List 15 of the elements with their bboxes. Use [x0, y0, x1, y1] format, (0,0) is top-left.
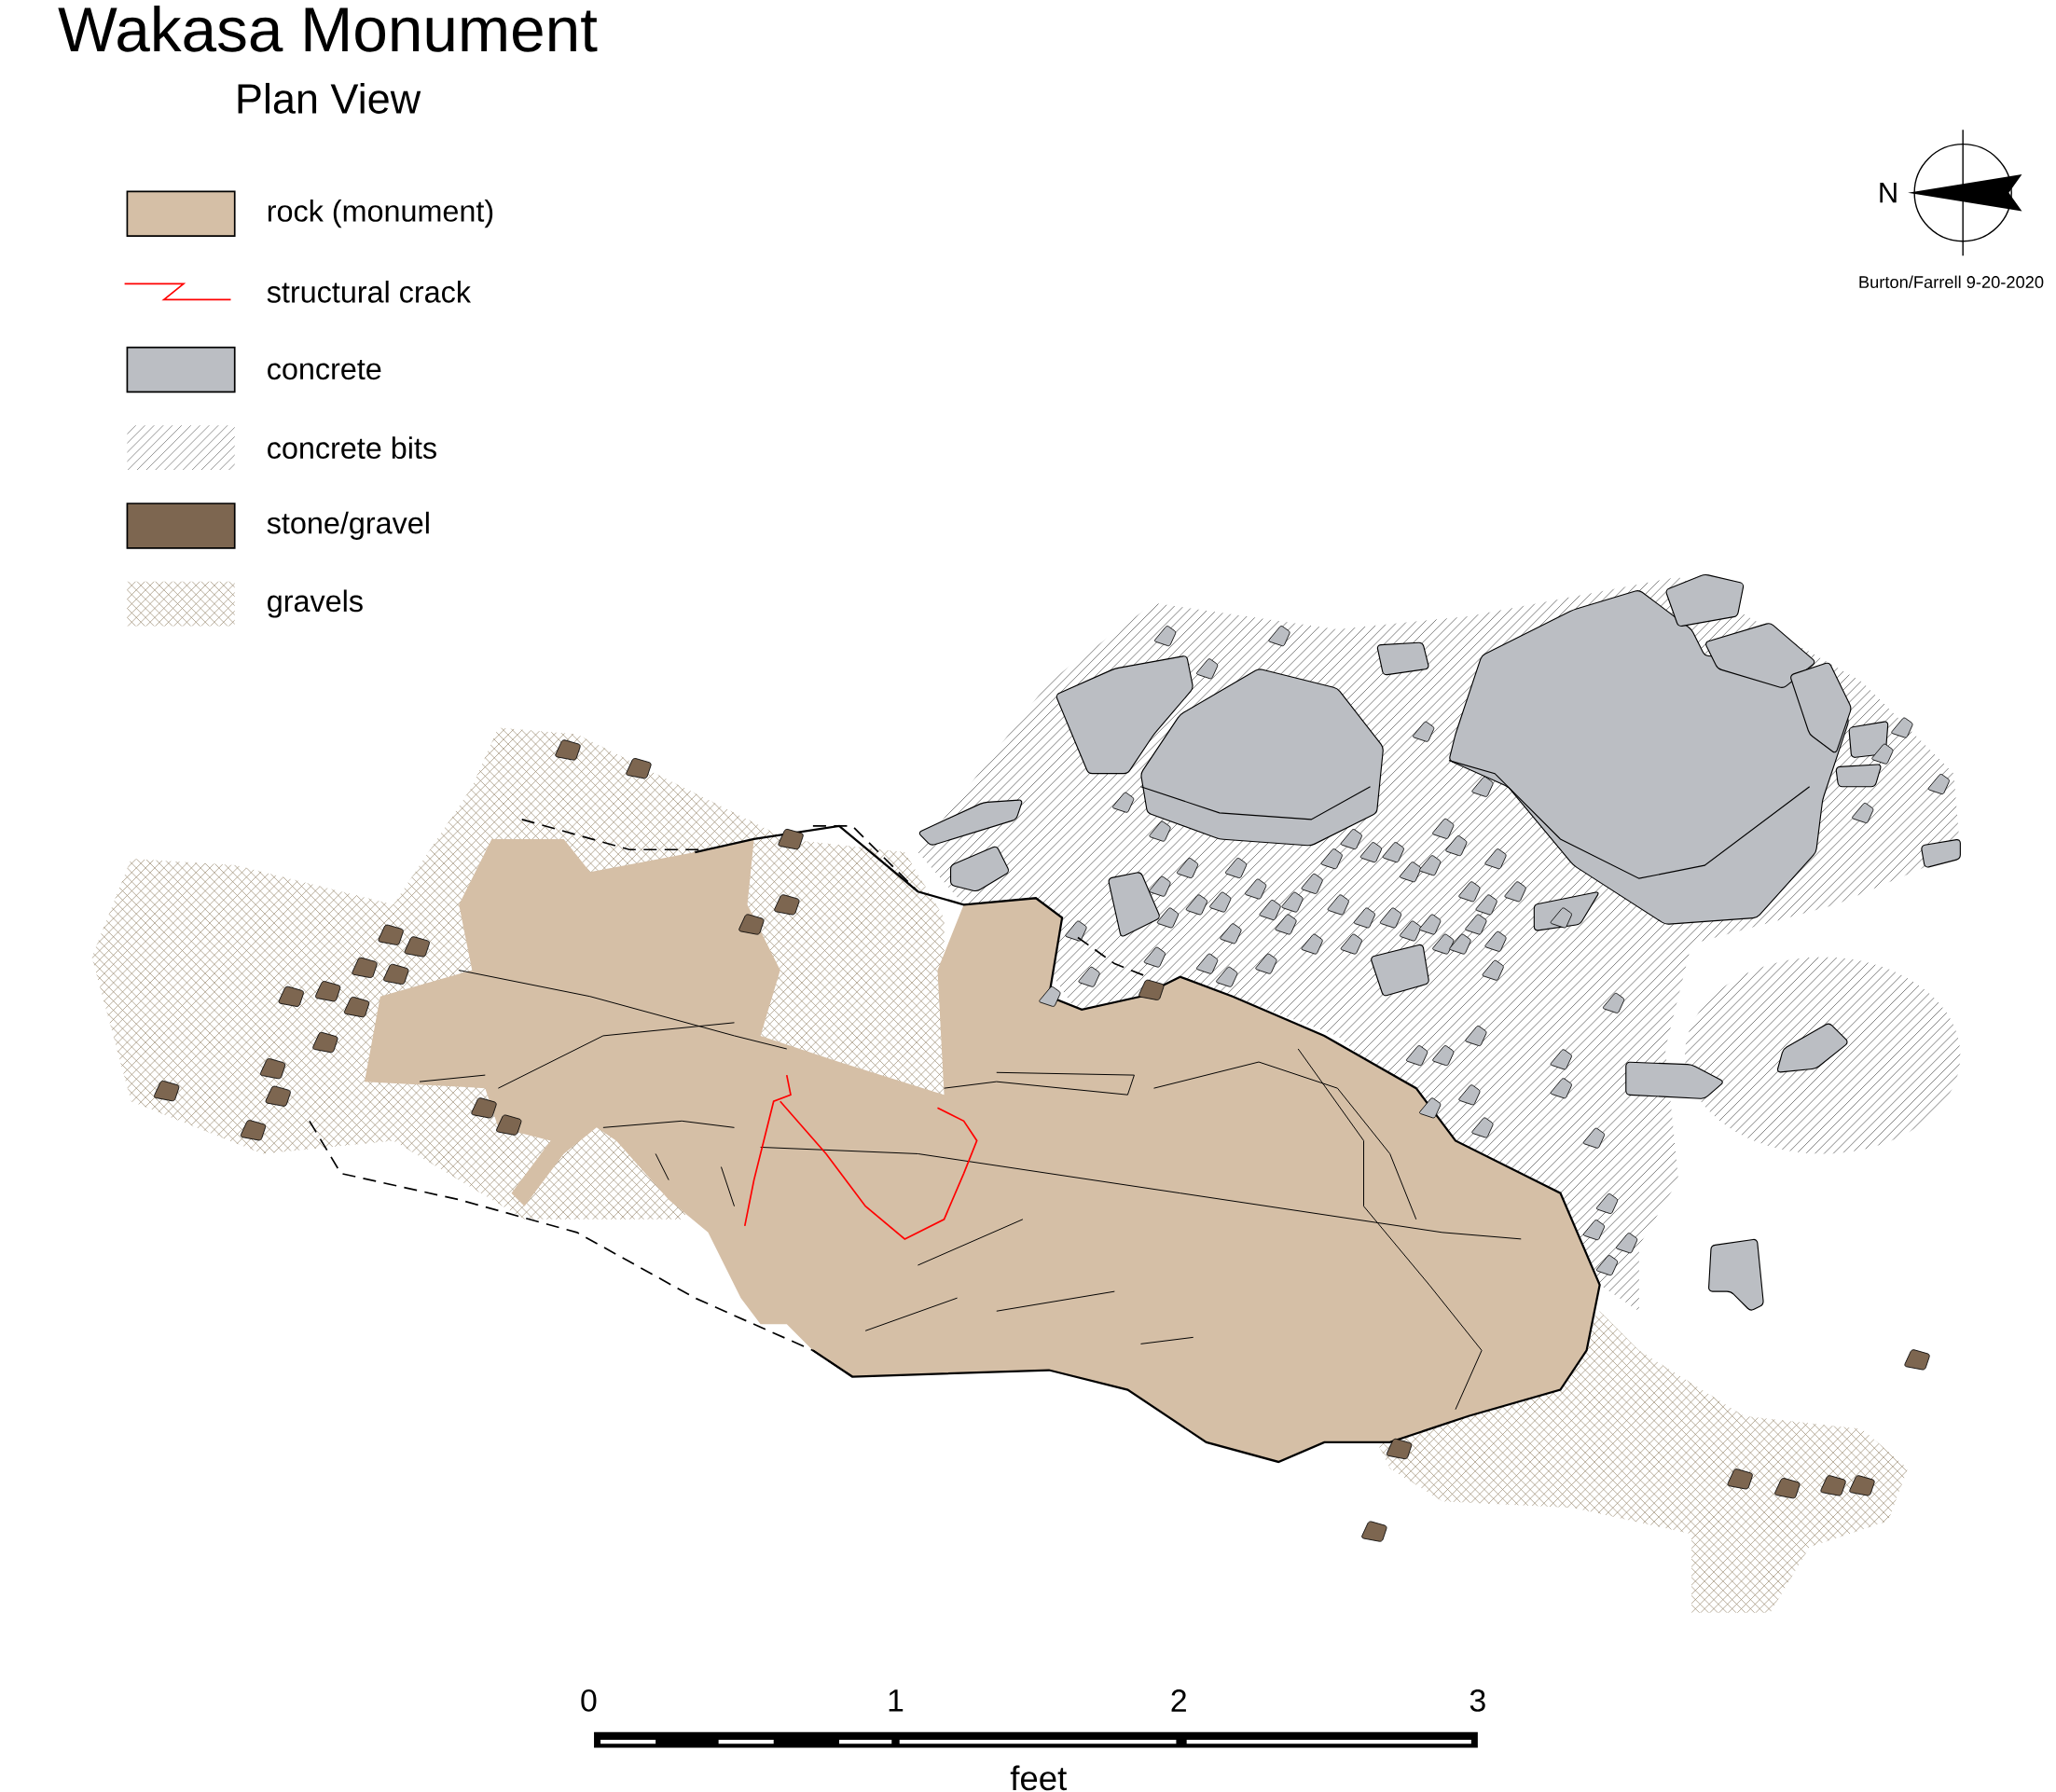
legend-label: stone/gravel [267, 511, 429, 540]
legend-label: gravels [268, 589, 363, 618]
legend-label: concrete bits [268, 436, 436, 459]
legend-label: rock (monument) [268, 199, 493, 228]
scale-label: 0 [581, 1689, 597, 1712]
title: Wakasa Monument [58, 5, 598, 52]
legend-label: concrete [268, 359, 381, 379]
scale-label: 2 [1171, 1689, 1186, 1712]
legend-label: structural crack [267, 280, 472, 303]
subtitle: Plan View [238, 82, 421, 114]
scale-label: 1 [889, 1689, 904, 1712]
axis-unit-label: feet [1010, 1765, 1067, 1791]
compass-label: N [1880, 182, 1897, 203]
scale-label: 3 [1470, 1689, 1485, 1712]
credit-text: Burton/Farrell 9-20-2020 [1859, 275, 2044, 288]
